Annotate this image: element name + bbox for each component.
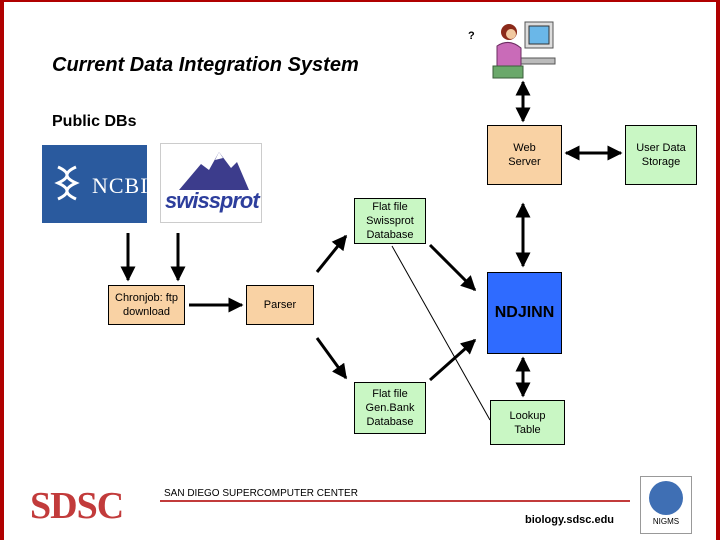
nigms-label: NIGMS <box>641 517 691 526</box>
sdsc-logo: SDSC <box>30 484 123 528</box>
arrow-parser-to-swissprot-file <box>317 236 346 272</box>
arrow-parser-to-genbank-file <box>317 338 346 378</box>
arrow-genbank-file-to-ndjinn <box>430 340 475 380</box>
line-swissprot-file-to-lookup <box>392 246 490 420</box>
footer-divider <box>160 500 630 502</box>
nigms-logo: NIGMS <box>640 476 692 534</box>
sdsc-center-name: SAN DIEGO SUPERCOMPUTER CENTER <box>164 488 358 499</box>
site-url: biology.sdsc.edu <box>525 514 614 526</box>
arrow-swissprot-file-to-ndjinn <box>430 245 475 290</box>
nigms-emblem-icon <box>649 481 683 515</box>
